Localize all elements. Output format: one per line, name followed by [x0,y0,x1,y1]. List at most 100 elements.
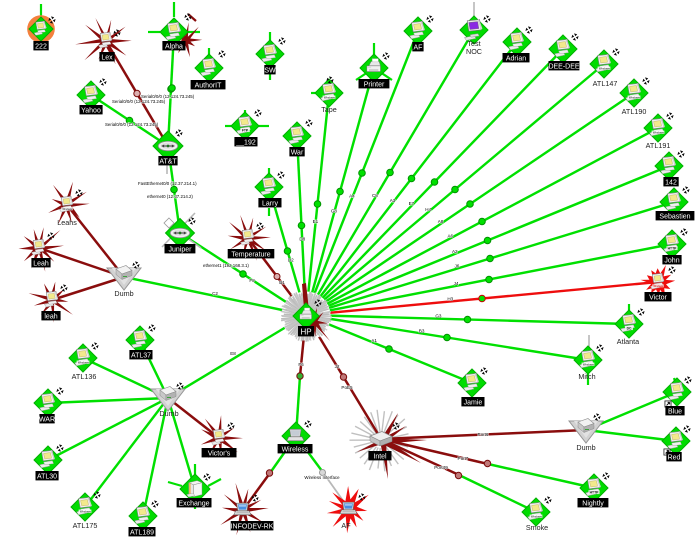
svg-text:HTTP: HTTP [590,490,600,494]
svg-text:Leah: Leah [33,260,49,267]
svg-text:Port6: Port6 [478,432,489,437]
svg-text:DEE-DEE: DEE-DEE [548,63,579,70]
svg-text:INFODEV-RK: INFODEV-RK [231,523,274,530]
svg-text:Wireless Interface: Wireless Interface [304,475,340,480]
svg-text:A1: A1 [371,338,377,343]
svg-text:Larry: Larry [262,200,278,207]
svg-text:H3: H3 [447,297,453,302]
svg-text:Yahoo: Yahoo [81,107,101,114]
svg-text:Alpha: Alpha [165,43,183,50]
svg-text:Exchange: Exchange [178,500,209,507]
svg-text:__192: __192 [235,139,256,146]
svg-text:Temperature: Temperature [231,251,270,258]
svg-text:E1: E1 [313,219,319,224]
svg-text:F6: F6 [298,362,304,367]
svg-text:Test: Test [467,39,480,48]
svg-text:142: 142 [665,179,677,186]
svg-text:Red: Red [668,454,681,461]
svg-text:John: John [664,257,679,264]
svg-text:Printer: Printer [364,81,385,88]
svg-text:leah: leah [44,313,57,320]
svg-text:FastEthernet0/0 (12.37.214.1): FastEthernet0/0 (12.37.214.1) [138,181,197,186]
svg-text:J6: J6 [454,264,459,269]
svg-text:Mitch: Mitch [578,372,595,381]
svg-text:AF: AF [414,44,423,51]
svg-text:D8: D8 [299,237,305,242]
svg-text:ethernet1 (192.168.3.1): ethernet1 (192.168.3.1) [203,263,249,268]
svg-text:Adrian: Adrian [506,55,526,62]
svg-text:E8: E8 [230,351,236,356]
svg-text:Serial0/0/0 (12.124.73.245): Serial0/0/0 (12.124.73.245) [141,94,195,99]
svg-text:H4: H4 [425,207,431,212]
svg-text:ATL189: ATL189 [130,529,154,536]
svg-text:A6: A6 [447,233,453,238]
svg-text:Windows: Windows [653,285,664,288]
svg-text:ATL191: ATL191 [646,141,671,150]
svg-text:Windows: Windows [78,360,90,364]
svg-text:AT&T: AT&T [159,158,177,165]
svg-text:Windows: Windows [629,95,641,99]
svg-text:Intel: Intel [373,453,387,460]
svg-text:Windows: Windows [531,514,543,518]
svg-text:Windows: Windows [80,509,92,513]
svg-text:J4: J4 [454,281,459,286]
svg-text:NOC: NOC [466,47,482,56]
svg-text:Sebastien: Sebastien [659,213,690,220]
svg-text:AF: AF [341,521,351,530]
svg-text:ATL30: ATL30 [37,473,57,480]
svg-text:Dumb: Dumb [159,409,178,418]
svg-text:FTP: FTP [242,128,249,132]
svg-text:Port49: Port49 [434,465,448,470]
svg-text:Lex: Lex [101,54,113,61]
svg-text:Port7: Port7 [458,456,469,461]
svg-text:War: War [291,149,304,156]
svg-text:G3: G3 [435,314,442,319]
svg-text:Jamie: Jamie [464,399,483,406]
svg-text:Dumb: Dumb [114,289,133,298]
svg-text:Dumb: Dumb [576,443,595,452]
svg-text:ATL147: ATL147 [593,79,618,88]
svg-text:ATL175: ATL175 [73,521,98,530]
svg-text:B1: B1 [279,280,285,285]
svg-text:G8: G8 [331,209,338,214]
svg-text:ATL190: ATL190 [622,107,647,116]
svg-text:Victor: Victor [649,294,667,301]
svg-text:HTTP: HTTP [668,246,678,250]
svg-text:Windows: Windows [62,208,73,211]
svg-text:Wireless: Wireless [282,446,309,453]
svg-text:222: 222 [35,43,47,50]
svg-text:Tape: Tape [321,105,337,114]
svg-text:Windows: Windows [599,66,611,70]
svg-text:B3: B3 [419,328,425,333]
svg-text:C8: C8 [372,193,378,198]
svg-text:Serial0/0/0 (12.124.73.245): Serial0/0/0 (12.124.73.245) [105,122,159,127]
svg-text:DC: DC [627,326,632,330]
svg-text:D2: D2 [288,258,294,263]
svg-text:J2: J2 [335,364,340,369]
svg-text:A2: A2 [452,249,458,254]
svg-text:AuthorIT: AuthorIT [195,82,223,89]
svg-text:E7: E7 [409,201,415,206]
svg-text:Victor's: Victor's [208,450,231,457]
svg-text:C2: C2 [212,291,218,296]
svg-text:WAR: WAR [39,416,55,423]
svg-text:Blue: Blue [668,408,682,415]
svg-text:ATL37: ATL37 [131,352,151,359]
svg-text:Juniper: Juniper [169,246,193,253]
svg-text:Smoke: Smoke [526,523,548,532]
svg-text:Windows: Windows [653,130,665,134]
svg-text:ethernet0 (12.37.214.2): ethernet0 (12.37.214.2) [147,194,193,199]
svg-text:Nightly: Nightly [582,500,604,507]
svg-text:Windows: Windows [324,95,336,99]
svg-text:A8: A8 [438,219,444,224]
svg-text:A4: A4 [349,194,355,199]
svg-text:Windows: Windows [583,362,595,366]
svg-text:HP: HP [300,327,311,336]
svg-text:PoE5: PoE5 [341,385,353,390]
svg-text:SW: SW [264,67,276,74]
svg-text:Serial0/0/0 (12.124.73.245): Serial0/0/0 (12.124.73.245) [112,99,166,104]
svg-text:A3: A3 [390,198,396,203]
svg-text:ATL136: ATL136 [72,372,97,381]
svg-text:F8: F8 [249,278,255,283]
svg-text:Atlanta: Atlanta [617,337,639,346]
